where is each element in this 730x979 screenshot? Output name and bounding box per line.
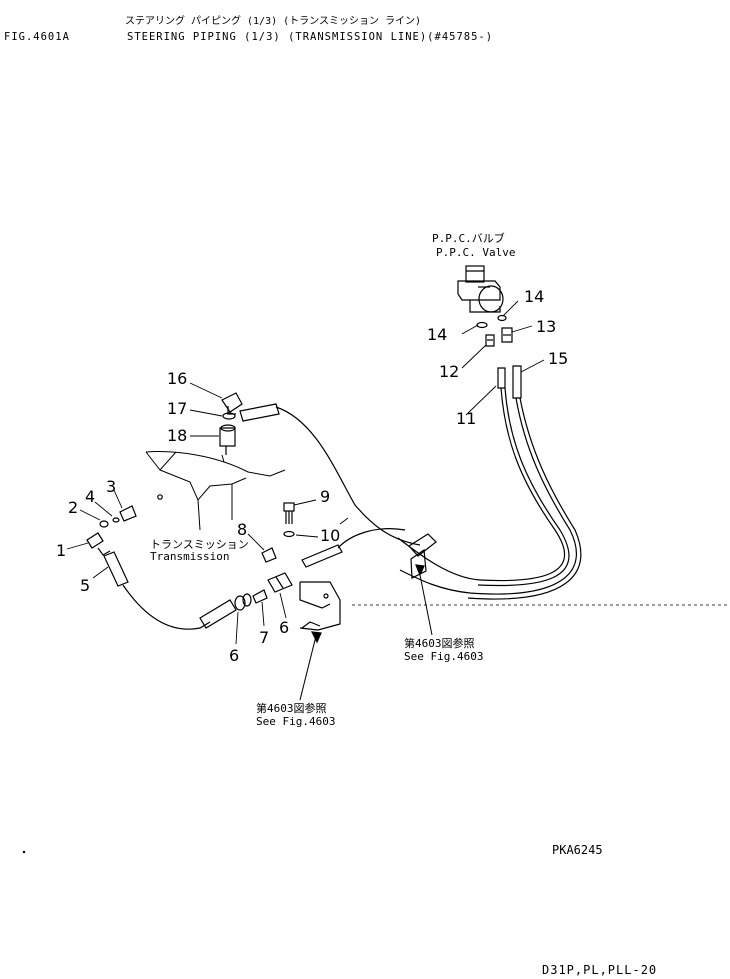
- elbow-1-drawing: [86, 532, 111, 556]
- hose-11: [397, 367, 570, 587]
- label-see-fig-right-en: See Fig.4603: [404, 650, 483, 663]
- label-transmission-jp: トランスミッション: [150, 538, 249, 551]
- o-ring-4-drawing: [112, 517, 120, 523]
- leader-see-fig-center: [299, 635, 317, 701]
- hose-upper-long: [239, 403, 421, 546]
- label-see-fig-center-jp: 第4603図参照: [256, 701, 327, 715]
- callout-1: 1: [56, 541, 66, 560]
- callout-6-b: 6: [229, 646, 239, 665]
- leader-lines: [66, 300, 545, 645]
- callout-18: 18: [167, 426, 187, 445]
- callout-14-a: 14: [524, 287, 544, 306]
- port-dot-3: [157, 494, 163, 500]
- label-ppc-valve-en: P.P.C. Valve: [436, 246, 515, 259]
- callout-16: 16: [167, 369, 187, 388]
- callout-4: 4: [85, 487, 95, 506]
- callout-11: 11: [456, 409, 476, 428]
- callout-5: 5: [80, 576, 90, 595]
- callout-2: 2: [68, 498, 78, 517]
- hose-5: [103, 551, 237, 630]
- tee-6-drawing: [267, 572, 293, 593]
- plug-8-drawing: [261, 547, 277, 563]
- fitting-6-lower-drawing: [234, 593, 252, 611]
- bracket-center-drawing: [299, 581, 341, 631]
- title-english: STEERING PIPING (1/3) (TRANSMISSION LINE…: [127, 31, 494, 43]
- hose-middle: [301, 528, 406, 568]
- label-see-fig-center-en: See Fig.4603: [256, 715, 335, 728]
- label-ppc-valve-jp: P.P.C.バルブ: [432, 231, 505, 245]
- callout-10: 10: [320, 526, 340, 545]
- callout-6-a: 6: [279, 618, 289, 637]
- arrow-head-right: [415, 564, 425, 577]
- drawing-code: PKA6245: [552, 843, 603, 857]
- clamp-bracket-right: [408, 533, 437, 579]
- callout-14-b: 14: [427, 325, 447, 344]
- hose-15: [399, 365, 582, 600]
- fitting-13-drawing: [497, 314, 513, 343]
- elbow-16-drawing: [221, 392, 243, 415]
- fitting-7-drawing: [252, 589, 268, 604]
- footer-model: D31P,PL,PLL-20: [542, 963, 658, 977]
- o-ring-2-drawing: [99, 520, 109, 528]
- leader-see-fig-right: [418, 569, 433, 636]
- bolt-9-drawing: [283, 502, 295, 524]
- callout-13: 13: [536, 317, 556, 336]
- ppc-valve-drawing: [457, 265, 504, 313]
- title-japanese: ステアリング パイピング (1/3) (トランスミッション ライン): [125, 16, 422, 27]
- callout-8: 8: [237, 520, 247, 539]
- arrow-head-center: [310, 631, 322, 644]
- callout-7: 7: [259, 628, 269, 647]
- callout-9: 9: [320, 487, 330, 506]
- callout-3: 3: [106, 477, 116, 496]
- o-ring-17-drawing: [222, 412, 236, 420]
- figure-id: FIG.4601A: [4, 31, 70, 43]
- callout-12: 12: [439, 362, 459, 381]
- adapter-18-drawing: [219, 424, 236, 455]
- transmission-outline: [145, 451, 286, 531]
- callout-17: 17: [167, 399, 187, 418]
- label-transmission-en: Transmission: [150, 550, 229, 563]
- callout-15: 15: [548, 349, 568, 368]
- washer-10-drawing: [283, 530, 295, 538]
- stray-mark: [22, 850, 26, 854]
- adapter-3-drawing: [119, 505, 137, 522]
- fitting-12-drawing: [476, 321, 495, 347]
- label-see-fig-right-jp: 第4603図参照: [404, 636, 475, 650]
